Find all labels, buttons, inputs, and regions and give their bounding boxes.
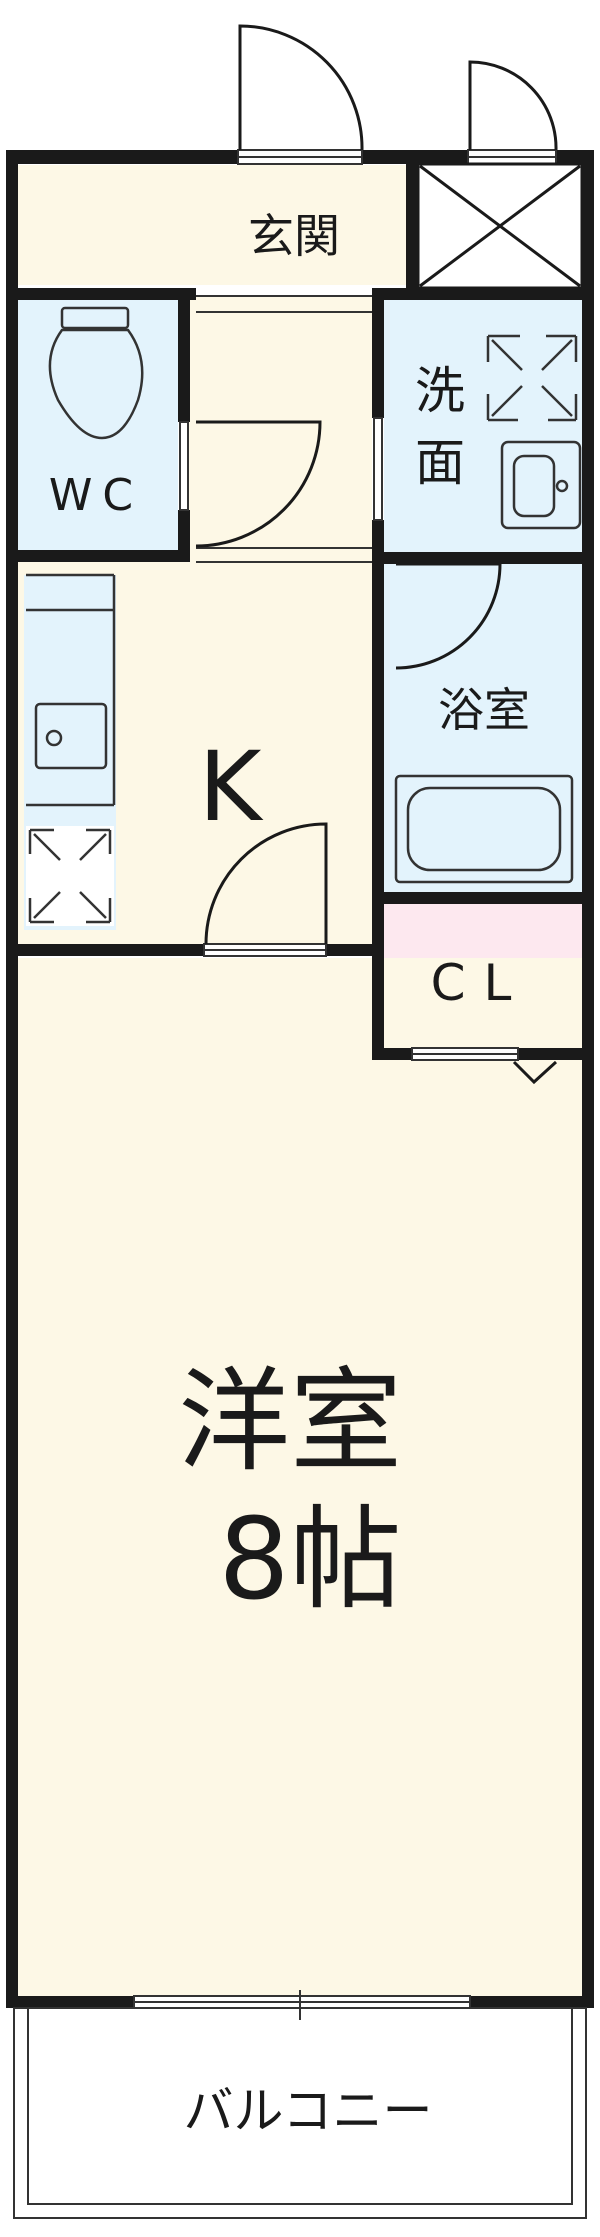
entrance-door-swing-left [238, 24, 364, 151]
western-room-label: 洋室 [178, 1357, 402, 1487]
wall-wet-left-low [372, 520, 384, 1060]
wall-left [6, 150, 18, 2008]
washroom-floor [384, 300, 582, 552]
shoe-cabinet-icon [416, 162, 584, 290]
wall-kitchen-bottom-a [6, 944, 204, 956]
kitchen-door-swing [204, 822, 328, 945]
closet-door-swing [512, 1060, 558, 1085]
closet-label: CL [431, 954, 530, 1012]
fridge-space-icon [26, 826, 114, 926]
wall-bath-closet [372, 892, 594, 904]
wall-wc-right [178, 288, 190, 422]
washroom-label-line2: 面 [415, 434, 465, 492]
wall-bottom-a [6, 1996, 134, 2008]
entrance-floor [18, 165, 408, 285]
wc-floor [18, 300, 178, 550]
bath-label: 浴室 [438, 683, 530, 737]
wall-wet-top [372, 288, 594, 300]
wall-top-a [6, 150, 238, 164]
balcony-rail [13, 2007, 587, 2219]
western-room-floor [18, 958, 582, 1996]
wc-door-swing [195, 420, 322, 548]
room-fills [18, 165, 582, 2212]
bathtub-icon [394, 774, 574, 884]
wall-hall-top [190, 288, 194, 294]
balcony-floor [18, 2008, 582, 2212]
wall-wc-bottom [6, 550, 190, 562]
sink-icon [34, 702, 108, 770]
wc-label: WC [49, 470, 143, 521]
entrance-label: 玄関 [248, 209, 340, 263]
wall-kitchen-bottom-b [326, 944, 384, 956]
wall-bottom-b [470, 1996, 594, 2008]
room-labels: 玄関 WC 洗 面 浴室 K CL 洋室 8帖 バルコニー [49, 209, 530, 2140]
walls [6, 150, 594, 2008]
wall-wash-bath [372, 552, 594, 564]
wall-entrance-right [406, 150, 418, 295]
toilet-icon [48, 306, 144, 440]
washroom-label-line1: 洗 [415, 362, 465, 420]
entrance-door-swing-right [468, 60, 558, 151]
wall-right [582, 150, 594, 2008]
door-swings [195, 24, 558, 1085]
washroom-door-swing [395, 562, 502, 670]
bath-floor [384, 563, 582, 893]
wash-basin-icon [500, 440, 582, 530]
fixtures [13, 162, 587, 2219]
balcony-label: バルコニー [184, 2082, 433, 2140]
kitchen-counter-outline [26, 573, 116, 807]
washer-space-icon [486, 334, 578, 422]
kitchen-label: K [199, 731, 264, 843]
wall-wet-left [372, 288, 384, 418]
western-room-size: 8帖 [218, 1495, 401, 1625]
wall-wc-top [6, 288, 196, 300]
wall-top-c [556, 150, 594, 164]
door-frames [133, 149, 557, 2020]
wall-closet-bottom-b [518, 1048, 594, 1060]
wall-wc-right-low [178, 510, 190, 562]
wall-closet-bottom-a [372, 1048, 412, 1060]
